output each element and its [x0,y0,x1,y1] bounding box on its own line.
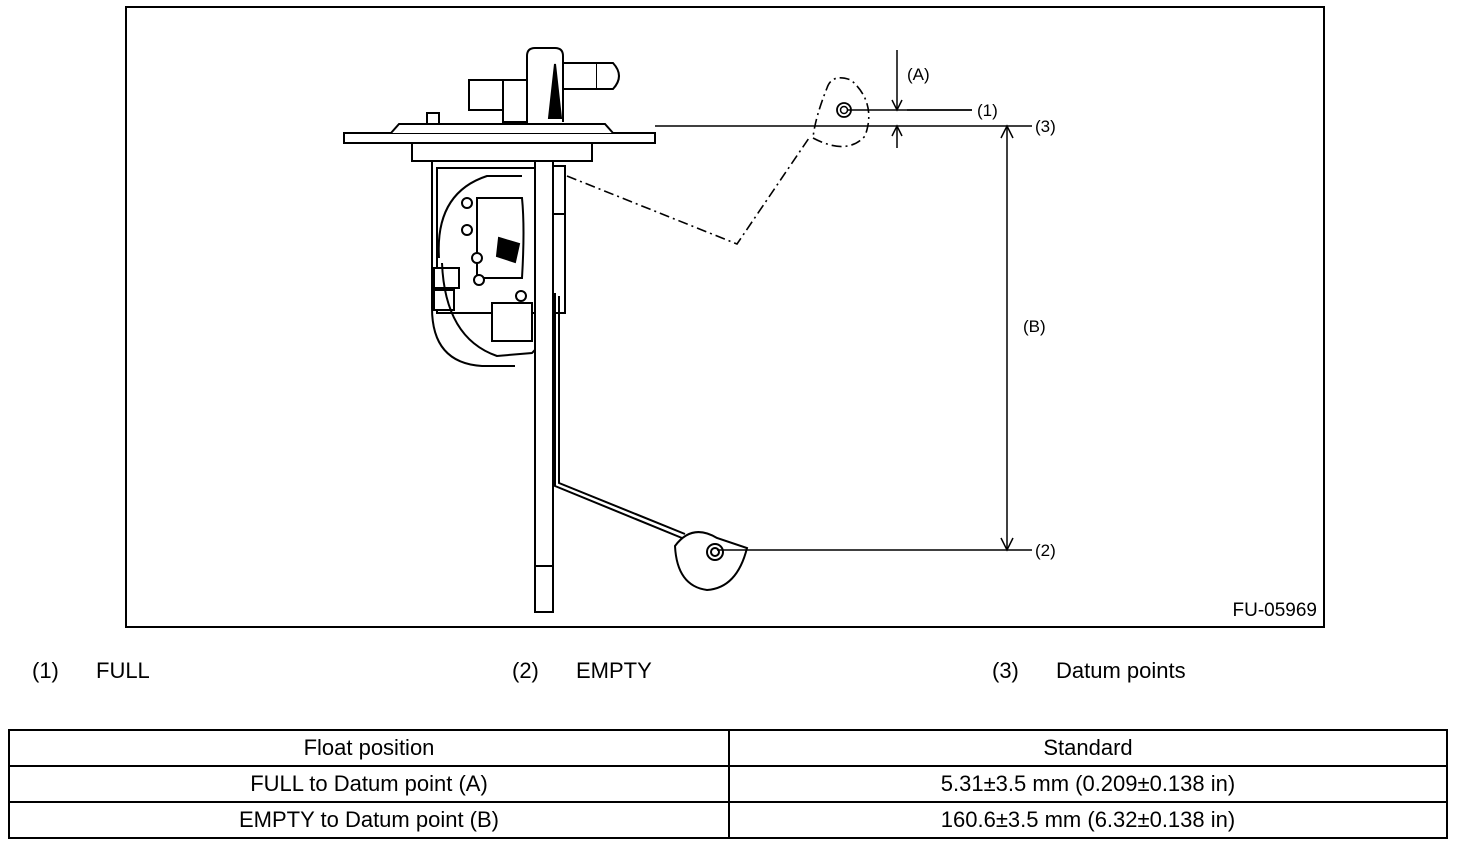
legend: (1) FULL (2) EMPTY (3) Datum points [0,658,1472,688]
fuel-pump-assembly [343,47,749,613]
callout-1: (1) [977,101,998,120]
mounting-flange [343,132,656,144]
float-arm-empty [554,293,706,549]
float-arm-full [566,77,870,245]
figure-id: FU-05969 [1232,600,1318,621]
callout-2: (2) [1035,541,1056,560]
table-header-row: Float position Standard [8,729,1448,767]
float-empty [673,531,749,592]
callout-b: (B) [1023,317,1046,336]
callout-a: (A) [907,65,930,84]
legend-label: Datum points [1056,658,1186,683]
legend-number: (1) [32,658,59,683]
table-row: EMPTY to Datum point (B) 160.6±3.5 mm (6… [8,801,1448,839]
column-header-float-position: Float position [8,729,730,767]
table-cell: 160.6±3.5 mm (6.32±0.138 in) [728,801,1448,839]
table-cell: EMPTY to Datum point (B) [8,801,730,839]
table-cell: FULL to Datum point (A) [8,765,730,803]
legend-item-empty: (2) EMPTY [512,658,652,684]
legend-item-datum: (3) Datum points [992,658,1186,684]
dimension-lines [655,50,1032,552]
electrical-connector [468,79,504,111]
sender-tube [534,160,554,613]
fuel-level-sensor-diagram: (A) (1) (3) (B) (2) [343,47,1056,613]
legend-label: FULL [96,658,150,683]
callout-3: (3) [1035,117,1056,136]
legend-number: (3) [992,658,1019,683]
legend-item-full: (1) FULL [32,658,150,684]
table-row: FULL to Datum point (A) 5.31±3.5 mm (0.2… [8,765,1448,803]
spec-table: Float position Standard FULL to Datum po… [8,729,1448,839]
legend-number: (2) [512,658,539,683]
table-cell: 5.31±3.5 mm (0.209±0.138 in) [728,765,1448,803]
column-header-standard: Standard [728,729,1448,767]
legend-label: EMPTY [576,658,652,683]
diagram-frame: (A) (1) (3) (B) (2) FU-05969 [125,6,1325,628]
